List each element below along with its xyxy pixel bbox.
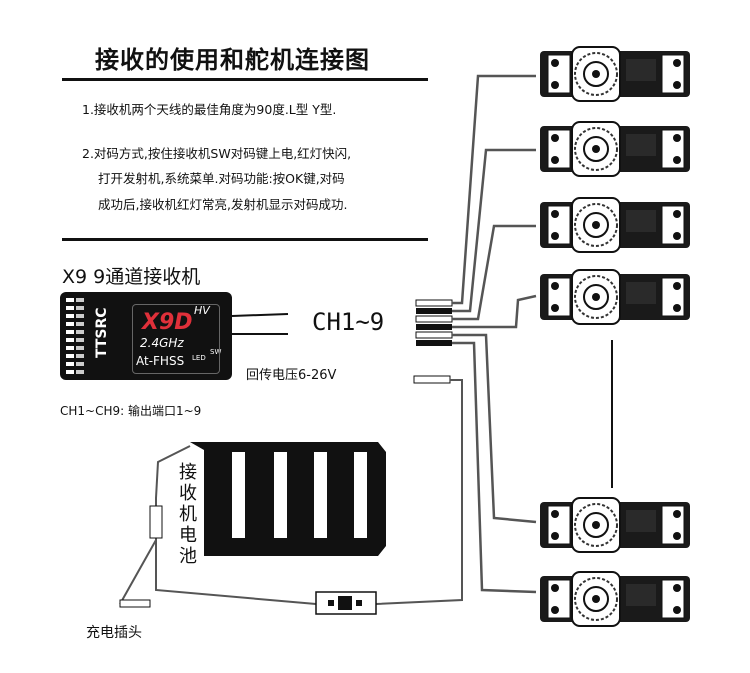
servo-connectors [413,299,453,384]
receiver-heading: X9 9通道接收机 [62,266,201,288]
note-2: 2.对码方式,按住接收机SW对码键上电,红灯快闪, [82,146,352,161]
receiver-sw-label: SW [210,348,222,356]
servo-6 [540,571,690,627]
charging-plug [119,599,151,608]
receiver-pin-header [66,298,92,374]
inline-fuse [149,505,163,539]
receiver-model: X9D [142,310,193,335]
receiver-led-label: LED [192,354,206,362]
antenna-wires [231,313,289,335]
receiver-unit: TTSRC X9D HV 2.4GHz At-FHSS LED SW [60,292,232,380]
feedback-voltage-label: 回传电压6-26V [246,368,337,383]
servo-1 [540,46,690,102]
servo-5 [540,497,690,553]
diagram-title: 接收的使用和舵机连接图 [95,46,370,74]
note-1: 1.接收机两个天线的最佳角度为90度.L型 Y型. [82,102,337,117]
servo-leads [452,74,537,594]
channels-label: CH1~9 [312,308,385,336]
servo-4 [540,269,690,325]
servo-3 [540,197,690,253]
note-3: 打开发射机,系统菜单.对码功能:按OK键,对码 [98,171,345,186]
note-4: 成功后,接收机红灯常亮,发射机显示对码成功. [98,197,348,212]
power-switch [315,591,377,615]
receiver-label-frame [132,304,220,374]
receiver-battery [190,442,386,556]
receiver-protocol: At-FHSS [136,354,185,368]
title-underline [62,78,428,81]
receiver-hv: HV [194,304,210,317]
battery-label: 接收机电池 [179,462,197,567]
notes-divider [62,238,428,241]
ports-note: CH1~CH9: 输出端口1~9 [60,404,202,418]
servo-2 [540,121,690,177]
charging-plug-label: 充电插头 [86,625,142,641]
receiver-frequency: 2.4GHz [140,336,184,350]
